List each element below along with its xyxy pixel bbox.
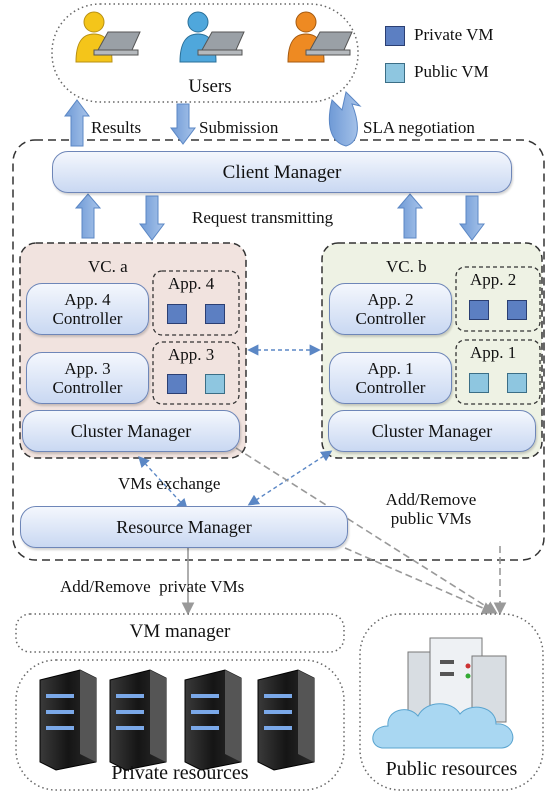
users-label: Users (188, 76, 232, 97)
vc-a-cluster-manager: Cluster Manager (22, 410, 240, 452)
public-vm (205, 374, 225, 394)
legend-private-swatch (385, 26, 405, 46)
vc-a-controller-app4: App. 4 Controller (26, 283, 149, 335)
vc-a-title: VC. a (88, 257, 128, 276)
client-manager: Client Manager (52, 151, 512, 193)
request-transmitting-label: Request transmitting (192, 208, 334, 227)
vc-a-app4-label: App. 4 (168, 274, 215, 293)
public-vm (469, 373, 489, 393)
private-vm (469, 300, 489, 320)
sla-label: SLA negotiation (363, 118, 475, 137)
vc-b-title: VC. b (386, 257, 427, 276)
user-icon (75, 11, 141, 63)
public-resources-label: Public resources (385, 758, 518, 780)
vc-b-app1-label: App. 1 (470, 343, 517, 362)
legend-private-label: Private VM (414, 25, 494, 44)
vc-b-app2-label: App. 2 (470, 270, 517, 289)
server-icon (257, 669, 315, 771)
public-vm (507, 373, 527, 393)
private-resources-label: Private resources (111, 762, 249, 784)
vc-a-app3-label: App. 3 (168, 345, 215, 364)
vm-manager-label: VM manager (129, 621, 231, 642)
vc-b-controller-app1: App. 1 Controller (329, 352, 452, 404)
user-icon (287, 11, 353, 63)
private-vm (507, 300, 527, 320)
sla-arrow (328, 91, 362, 147)
vc-b-cluster-manager: Cluster Manager (328, 410, 536, 452)
add-remove-public-label: Add/Remove public VMs (385, 490, 477, 528)
legend-public-label: Public VM (414, 62, 489, 81)
server-icon (184, 669, 242, 771)
vm-manager-frame (15, 613, 345, 653)
users-frame (51, 3, 359, 103)
cloud-server-icon (372, 637, 514, 749)
vc-b-controller-app2: App. 2 Controller (329, 283, 452, 335)
vc-a-controller-app3: App. 3 Controller (26, 352, 149, 404)
private-vm (167, 374, 187, 394)
user-icon (179, 11, 245, 63)
vms-exchange-label: VMs exchange (118, 474, 221, 493)
submission-label: Submission (199, 118, 279, 137)
system-frame (12, 139, 545, 561)
server-icon (39, 669, 97, 771)
resource-manager: Resource Manager (20, 506, 348, 548)
add-remove-private-label: Add/Remove private VMs (60, 577, 245, 596)
private-vm (205, 304, 225, 324)
private-vm (167, 304, 187, 324)
server-icon (109, 669, 167, 771)
legend-public-swatch (385, 63, 405, 83)
results-label: Results (91, 118, 142, 137)
